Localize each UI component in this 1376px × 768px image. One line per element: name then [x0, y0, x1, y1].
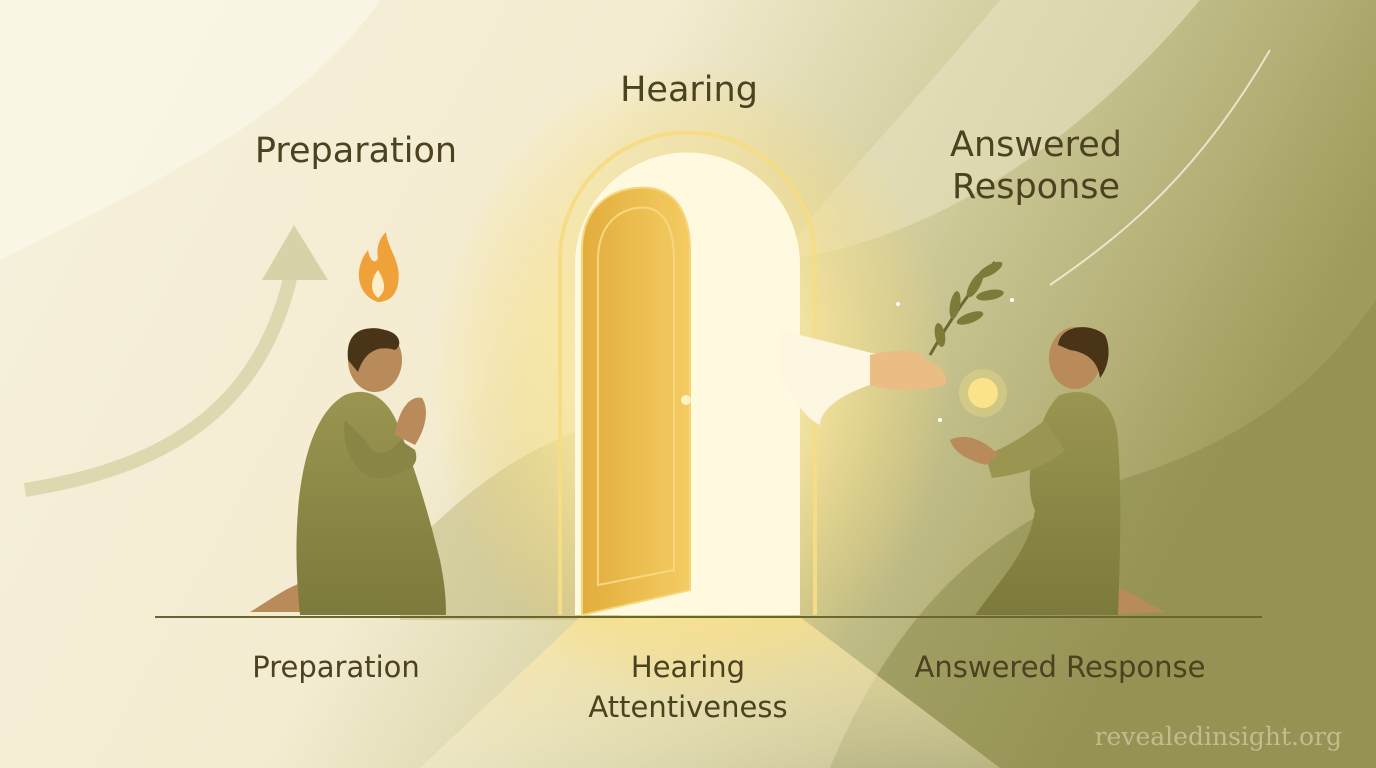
top-label-answered: Answered	[950, 125, 1122, 165]
reaching-hand	[780, 330, 947, 425]
swoosh-line	[1049, 49, 1271, 286]
bottom-label-hearing: Hearing	[630, 650, 746, 684]
bottom-label-preparation: Preparation	[252, 650, 420, 684]
receiving-figure	[950, 327, 1165, 615]
bottom-label-answered-response: Answered Response	[914, 650, 1206, 684]
top-label-hearing: Hearing	[620, 70, 758, 110]
olive-branch-icon	[928, 261, 1004, 356]
light-orb	[968, 378, 998, 408]
open-door	[581, 186, 691, 617]
arch-frame	[558, 130, 817, 615]
sparkle	[1010, 298, 1014, 302]
wave-shape	[0, 0, 380, 260]
arrow-path	[23, 268, 299, 497]
door-knob	[681, 395, 691, 405]
sparkle	[896, 302, 900, 306]
top-label-response: Response	[951, 167, 1121, 207]
flame-icon	[358, 232, 399, 302]
watermark: revealedinsight.org	[1094, 722, 1342, 751]
sparkle	[938, 418, 942, 422]
praying-figure	[250, 328, 446, 615]
flame-inner	[372, 270, 385, 298]
top-label-preparation: Preparation	[254, 131, 458, 171]
up-arrow-icon	[262, 225, 328, 280]
door-panel	[597, 206, 675, 587]
bottom-label-attentiveness: Attentiveness	[588, 690, 788, 724]
